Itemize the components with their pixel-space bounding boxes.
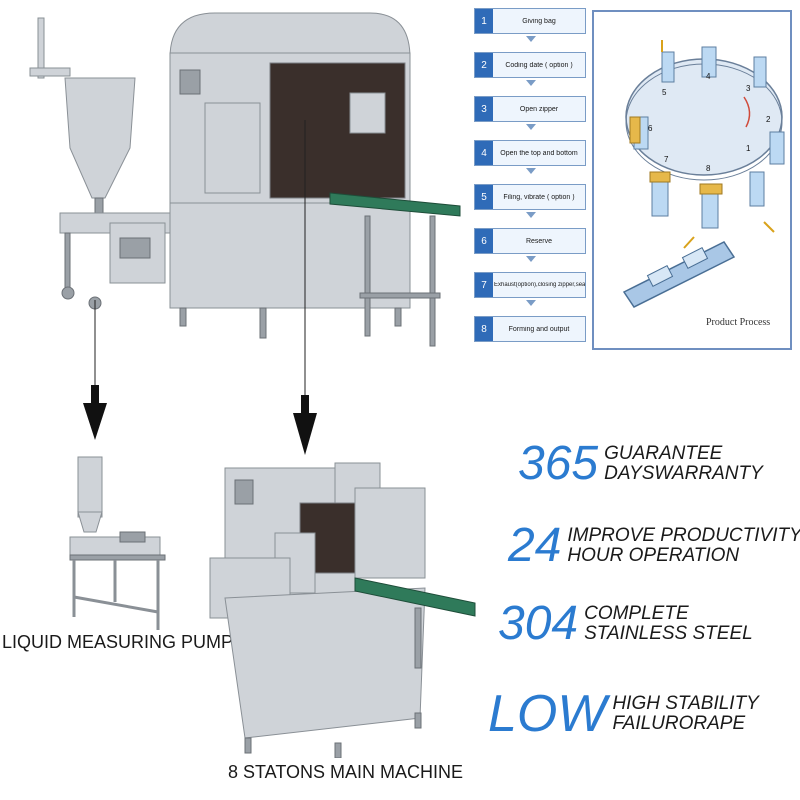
process-step: 8 Forming and output	[474, 316, 586, 342]
feature-line2: DAYSWARRANTY	[604, 463, 763, 484]
step-number: 2	[475, 53, 493, 77]
feature-line1: GUARANTEE	[604, 443, 723, 464]
step-label: Filing, vibrate ( option )	[503, 193, 575, 201]
feature-number: LOW	[488, 685, 607, 743]
feature-item: 304 COMPLETE STAINLESS STEEL	[498, 600, 753, 648]
process-step: 7 Exhaust(option),closing zipper,sealing	[474, 272, 586, 298]
machine-caption: 8 STATONS MAIN MACHINE	[228, 762, 464, 782]
product-process-diagram: 1 2 3 4 5 6 7 8 Product Process	[592, 10, 792, 350]
step-label: Forming and output	[508, 325, 570, 333]
station-number: 3	[746, 84, 751, 93]
rotary-table-illustration	[622, 40, 785, 308]
down-arrow-icon	[526, 300, 536, 306]
feature-line2: HOUR OPERATION	[567, 545, 740, 566]
assembled-machine-image	[29, 12, 461, 347]
station-number: 5	[662, 88, 667, 97]
down-arrow-icon	[526, 80, 536, 86]
step-number: 6	[475, 229, 493, 253]
step-number: 3	[475, 97, 493, 121]
station-number: 6	[648, 124, 653, 133]
step-number: 8	[475, 317, 493, 341]
step-label: Open the top and bottom	[500, 149, 578, 157]
down-arrow-icon	[526, 36, 536, 42]
process-step: 2 Coding date ( option )	[474, 52, 586, 78]
pump-caption: LIQUID MEASURING PUMP	[2, 632, 234, 652]
feature-line1: HIGH STABILITY	[612, 693, 759, 714]
feature-text: COMPLETE STAINLESS STEEL	[584, 604, 753, 644]
process-caption: Product Process	[706, 317, 771, 328]
down-arrow-icon	[526, 256, 536, 262]
station-number: 2	[766, 115, 771, 124]
feature-number: 24	[508, 519, 562, 572]
down-arrow-icon	[526, 212, 536, 218]
step-number: 5	[475, 185, 493, 209]
step-label: Giving bag	[522, 17, 556, 25]
station-number: 8	[706, 164, 711, 173]
feature-line1: IMPROVE PRODUCTIVITY	[567, 525, 800, 546]
feature-line1: COMPLETE	[584, 603, 689, 624]
step-number: 1	[475, 9, 493, 33]
feature-line2: STAINLESS STEEL	[584, 623, 753, 644]
feature-number: 365	[518, 437, 599, 490]
feature-item: 24 IMPROVE PRODUCTIVITY HOUR OPERATION	[508, 522, 800, 570]
main-machine-image	[209, 462, 476, 758]
station-number: 4	[706, 72, 711, 81]
step-number: 4	[475, 141, 493, 165]
liquid-pump-image	[69, 456, 166, 630]
process-step: 4 Open the top and bottom	[474, 140, 586, 166]
down-arrow-icon	[526, 168, 536, 174]
process-step: 6 Reserve	[474, 228, 586, 254]
feature-text: GUARANTEE DAYSWARRANTY	[604, 444, 763, 484]
feature-line2: FAILURORAPE	[612, 713, 746, 734]
station-number: 1	[746, 144, 751, 153]
step-label: Reserve	[525, 237, 553, 245]
down-arrow-icon	[526, 124, 536, 130]
feature-number: 304	[498, 597, 579, 650]
process-step: 1 Giving bag	[474, 8, 586, 34]
step-label: Open zipper	[519, 105, 559, 113]
step-label: Coding date ( option )	[505, 61, 573, 69]
feature-item: 365 GUARANTEE DAYSWARRANTY	[518, 440, 763, 488]
process-step: 3 Open zipper	[474, 96, 586, 122]
process-step: 5 Filing, vibrate ( option )	[474, 184, 586, 210]
feature-text: IMPROVE PRODUCTIVITY HOUR OPERATION	[567, 526, 800, 566]
step-number: 7	[475, 273, 493, 297]
feature-item: LOW HIGH STABILITY FAILURORAPE	[488, 688, 759, 740]
step-label: Exhaust(option),closing zipper,sealing	[494, 282, 585, 288]
feature-text: HIGH STABILITY FAILURORAPE	[612, 694, 758, 734]
station-number: 7	[664, 155, 669, 164]
